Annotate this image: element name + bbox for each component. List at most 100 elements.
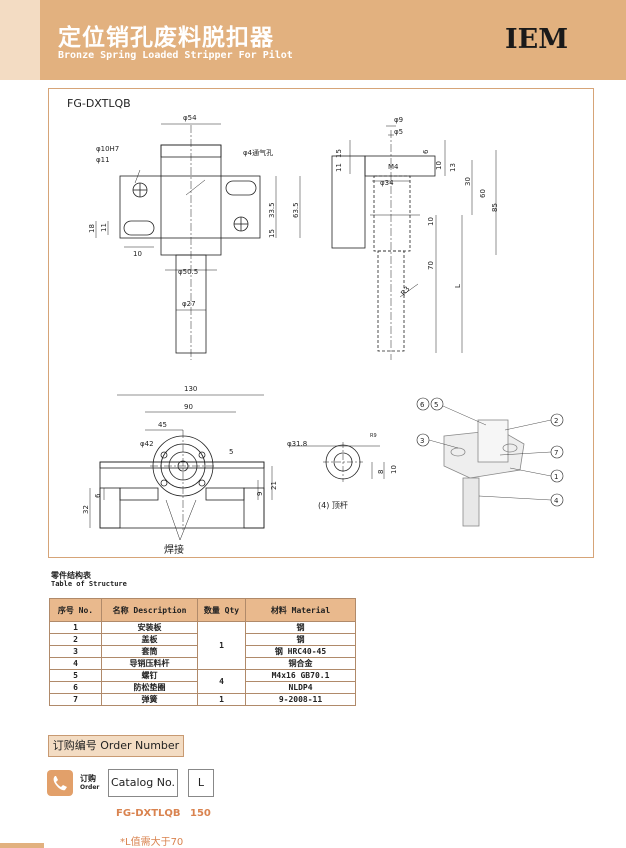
dim-90: 90: [184, 403, 193, 411]
table-row: 1 安装板 1 钢: [49, 621, 356, 670]
row-mat: 9-2008-11: [245, 693, 356, 706]
dim-130: 130: [184, 385, 197, 393]
row-mat: 铜合金: [245, 657, 356, 670]
callout-2: 2: [554, 417, 558, 425]
dim-33-5: 33.5: [268, 202, 276, 218]
phone-icon: [47, 770, 73, 796]
dim-L: L: [454, 284, 462, 288]
brand-logo: IEM: [505, 24, 569, 55]
table-row: 7 弹簧 1 9-2008-11: [49, 693, 356, 706]
table-row: 6 防松垫圈 NLDP4: [49, 681, 356, 694]
header-qty: 数量 Qty: [197, 598, 246, 622]
dim-r9: R9: [370, 433, 377, 439]
dim-15-front: 15: [268, 229, 276, 238]
dim-r3: R3: [399, 285, 411, 297]
dim-11-front: 11: [100, 223, 108, 232]
dim-6-side: 6: [422, 149, 430, 154]
callout-3: 3: [420, 437, 424, 445]
row-desc: 盖板: [101, 633, 198, 646]
row-no: 7: [49, 693, 102, 706]
callout-5: 5: [434, 401, 438, 409]
table-row: 4 导销压料杆 铜合金: [49, 657, 356, 670]
row-desc: 螺钉: [101, 669, 198, 682]
header-description: 名称 Description: [101, 598, 198, 622]
side-view: [331, 125, 497, 360]
dim-6-top: 6: [94, 493, 102, 498]
order-cn-label: 订购: [80, 774, 96, 783]
example-catalog-code: FG-DXTLQB: [116, 808, 181, 819]
dim-13: 13: [449, 163, 457, 172]
ejector-labels: φ31.8 R9 8 10 (4) 顶杆: [287, 433, 398, 510]
table-caption-en: Table of Structure: [51, 580, 127, 588]
row-mat: M4x16 GB70.1: [245, 669, 356, 682]
dim-32: 32: [82, 505, 90, 514]
dim-d11: φ11: [96, 156, 110, 164]
weld-label: 焊接: [164, 543, 184, 556]
side-view-labels: φ9 φ5 M4 φ34 11 15 6 10 13 30 60 85 10 7…: [335, 116, 499, 297]
dim-9: 9: [256, 492, 264, 496]
dim-d5: φ5: [394, 128, 403, 136]
dim-8: 8: [377, 470, 385, 474]
row-desc: 防松垫圈: [101, 681, 198, 694]
order-number-label: 订购编号 Order Number: [48, 735, 184, 757]
row-no: 4: [49, 657, 102, 670]
technical-drawing: φ54 φ10H7 φ11 φ4通气孔 φ50.5 φ27 10 33.5 63…: [82, 114, 564, 556]
row-mat: NLDP4: [245, 681, 356, 694]
row-desc: 导销压料杆: [101, 657, 198, 670]
row-mat: 钢: [245, 633, 356, 646]
header-material: 材料 Material: [245, 598, 356, 622]
top-view: [89, 394, 273, 541]
callout-6: 6: [420, 401, 425, 409]
row-mat: 钢 HRC40-45: [245, 645, 356, 658]
row-no: 6: [49, 681, 102, 694]
dim-85: 85: [491, 203, 499, 212]
row-no: 3: [49, 645, 102, 658]
dim-10-ejector: 10: [390, 465, 398, 474]
header-tab: [0, 0, 40, 80]
table-caption-cn: 零件结构表: [51, 571, 91, 580]
row-qty: 1: [197, 621, 246, 670]
dim-d34: φ34: [380, 179, 394, 187]
row-mat: 钢: [245, 621, 356, 634]
drawing-frame: [48, 88, 594, 558]
page-title-cn: 定位销孔废料脱扣器: [58, 25, 274, 51]
top-view-labels: 130 90 45 φ42 5 6 32 9 21 焊接: [82, 385, 278, 556]
dim-d9: φ9: [394, 116, 403, 124]
table-row: 5 螺钉 4 M4x16 GB70.1: [49, 669, 356, 694]
row-qty: 1: [197, 693, 246, 706]
header-no: 序号 No.: [49, 598, 102, 622]
parts-table: 序号 No. 名称 Description 数量 Qty 材料 Material…: [49, 598, 356, 706]
length-note: *L值需大于70: [120, 837, 184, 848]
dim-70: 70: [427, 261, 435, 270]
dim-10-front: 10: [133, 250, 142, 258]
dim-10-side: 10: [435, 161, 443, 170]
order-en-label: Order: [80, 784, 100, 791]
callout-4: 4: [554, 497, 559, 505]
ejector-view: [290, 442, 385, 482]
dim-18: 18: [88, 224, 96, 233]
dim-45: 45: [158, 421, 167, 429]
row-no: 5: [49, 669, 102, 682]
dim-15-side: 15: [335, 149, 343, 158]
page-title-en: Bronze Spring Loaded Stripper For Pilot: [58, 50, 293, 61]
dim-10-side-low: 10: [427, 217, 435, 226]
dim-d42: φ42: [140, 440, 154, 448]
row-desc: 安装板: [101, 621, 198, 634]
dim-60: 60: [479, 189, 487, 198]
dim-63-5: 63.5: [292, 202, 300, 218]
dim-30: 30: [464, 177, 472, 186]
callout-7: 7: [554, 449, 558, 457]
catalog-no-box: Catalog No.: [108, 769, 178, 797]
row-desc: 套筒: [101, 645, 198, 658]
callout-1: 1: [554, 473, 558, 481]
front-view: [95, 123, 301, 360]
isometric-view: [416, 397, 564, 527]
header-band: 定位销孔废料脱扣器 Bronze Spring Loaded Stripper …: [0, 0, 626, 80]
ejector-label: (4) 顶杆: [318, 500, 348, 510]
dim-d318: φ31.8: [287, 440, 307, 448]
footer-bar: [0, 843, 44, 848]
table-row: 3 套筒 钢 HRC40-45: [49, 645, 356, 658]
dim-21: 21: [270, 481, 278, 490]
length-box: L: [188, 769, 214, 797]
dim-d27: φ27: [182, 300, 196, 308]
